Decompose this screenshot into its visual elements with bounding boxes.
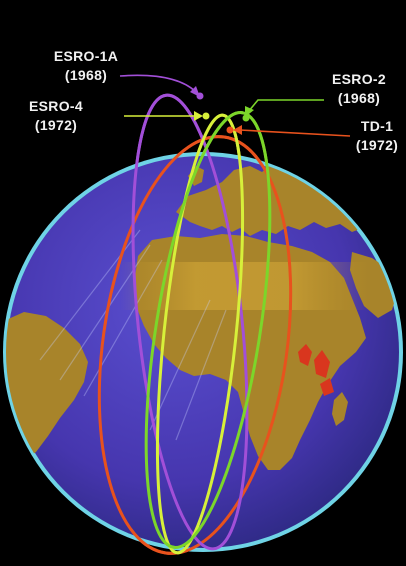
south-america-landmass <box>6 312 88 462</box>
arrow-td-1 <box>239 129 351 137</box>
orbits-front <box>97 93 293 555</box>
label-arrows <box>119 74 351 137</box>
satellite-esro-2-dot <box>242 114 250 122</box>
label-td-1-year: (1972) <box>355 137 399 153</box>
label-td-1: TD-1 (1972) <box>348 117 406 155</box>
arrow-esro-2 <box>247 99 324 113</box>
label-esro-1a-name: ESRO-1A <box>53 48 119 64</box>
label-esro-1a: ESRO-1A (1968) <box>48 47 124 85</box>
east-africa-highlands <box>298 344 334 396</box>
sahara-band <box>120 262 370 310</box>
orbit-esro-4 <box>155 113 245 555</box>
arrow-esro-1a <box>119 74 197 93</box>
label-td-1-name: TD-1 <box>360 118 394 134</box>
label-esro-4: ESRO-4 (1972) <box>18 97 94 135</box>
label-esro-1a-year: (1968) <box>64 67 108 83</box>
earth-globe <box>3 152 403 552</box>
satellite-esro-4-dot <box>202 112 210 120</box>
label-esro-2-name: ESRO-2 <box>332 71 386 87</box>
label-esro-4-year: (1972) <box>34 117 78 133</box>
arrow-esro-4-head <box>194 111 203 121</box>
orbit-esro-1a <box>131 93 249 551</box>
arrow-esro-2-head <box>245 106 254 117</box>
satellite-td-1-dot <box>226 126 234 134</box>
arrow-esro-1a-head <box>190 86 200 97</box>
label-esro-2: ESRO-2 (1968) <box>324 70 394 108</box>
label-esro-4-name: ESRO-4 <box>29 98 83 114</box>
orbit-esro-2 <box>144 111 272 549</box>
orbit-td-1 <box>97 135 293 555</box>
madagascar-landmass <box>332 392 348 426</box>
arrow-td-1-head <box>233 125 242 135</box>
label-esro-2-year: (1968) <box>337 90 381 106</box>
